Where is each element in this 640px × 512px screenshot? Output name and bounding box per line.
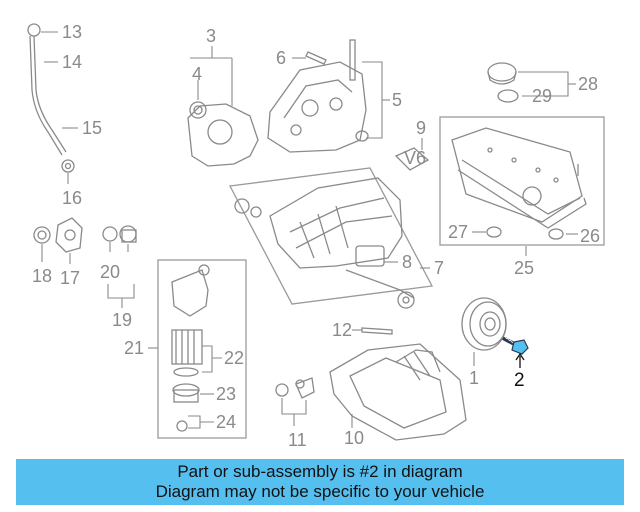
callout-26: 26 xyxy=(580,226,600,246)
sensor-11 xyxy=(275,377,315,426)
parts-diagram: V6 xyxy=(27,22,605,450)
oil-filler-cap xyxy=(487,62,576,103)
callout-19: 19 xyxy=(112,310,132,330)
callout-25: 25 xyxy=(514,258,534,278)
callout-16: 16 xyxy=(62,188,82,208)
cylinder-head-cover xyxy=(267,39,390,153)
callout-12: 12 xyxy=(332,320,352,340)
svg-text:V6: V6 xyxy=(404,148,426,168)
callout-13: 13 xyxy=(62,22,82,42)
callout-6: 6 xyxy=(276,48,286,68)
intake-manifold-group xyxy=(228,167,434,335)
callout-20: 20 xyxy=(100,262,120,282)
callout-4: 4 xyxy=(192,64,202,84)
emblem-plate: V6 xyxy=(394,138,430,171)
oil-pan xyxy=(329,343,467,441)
callout-17: 17 xyxy=(60,268,80,288)
valve-cover-group xyxy=(439,116,605,256)
callout-29: 29 xyxy=(532,86,552,106)
callout-2: 2 xyxy=(514,370,525,391)
crankshaft-pulley xyxy=(461,297,507,366)
callout-28: 28 xyxy=(578,74,598,94)
callout-24: 24 xyxy=(216,412,236,432)
callout-8: 8 xyxy=(402,252,412,272)
callout-5: 5 xyxy=(392,90,402,110)
callout-14: 14 xyxy=(62,52,82,72)
timing-cover xyxy=(187,46,259,167)
callout-1: 1 xyxy=(469,368,479,388)
dipstick-assembly xyxy=(27,23,78,184)
callout-11: 11 xyxy=(288,430,307,450)
banner-line-2: Diagram may not be specific to your vehi… xyxy=(155,482,485,501)
callout-23: 23 xyxy=(216,384,236,404)
callout-22: 22 xyxy=(224,348,244,368)
pulley-bolt-part-2 xyxy=(502,335,529,368)
sensor-parts-left xyxy=(33,217,137,308)
oil-filter-group xyxy=(148,259,247,439)
callout-15: 15 xyxy=(82,118,102,138)
callout-9: 9 xyxy=(416,118,426,138)
callout-27: 27 xyxy=(448,222,468,242)
callout-21: 21 xyxy=(124,338,144,358)
callout-3: 3 xyxy=(206,26,216,46)
callout-18: 18 xyxy=(32,266,52,286)
callout-10: 10 xyxy=(344,428,364,448)
callout-7: 7 xyxy=(434,258,444,278)
info-banner: Part or sub-assembly is #2 in diagram Di… xyxy=(16,459,624,505)
banner-line-1: Part or sub-assembly is #2 in diagram xyxy=(177,462,463,481)
